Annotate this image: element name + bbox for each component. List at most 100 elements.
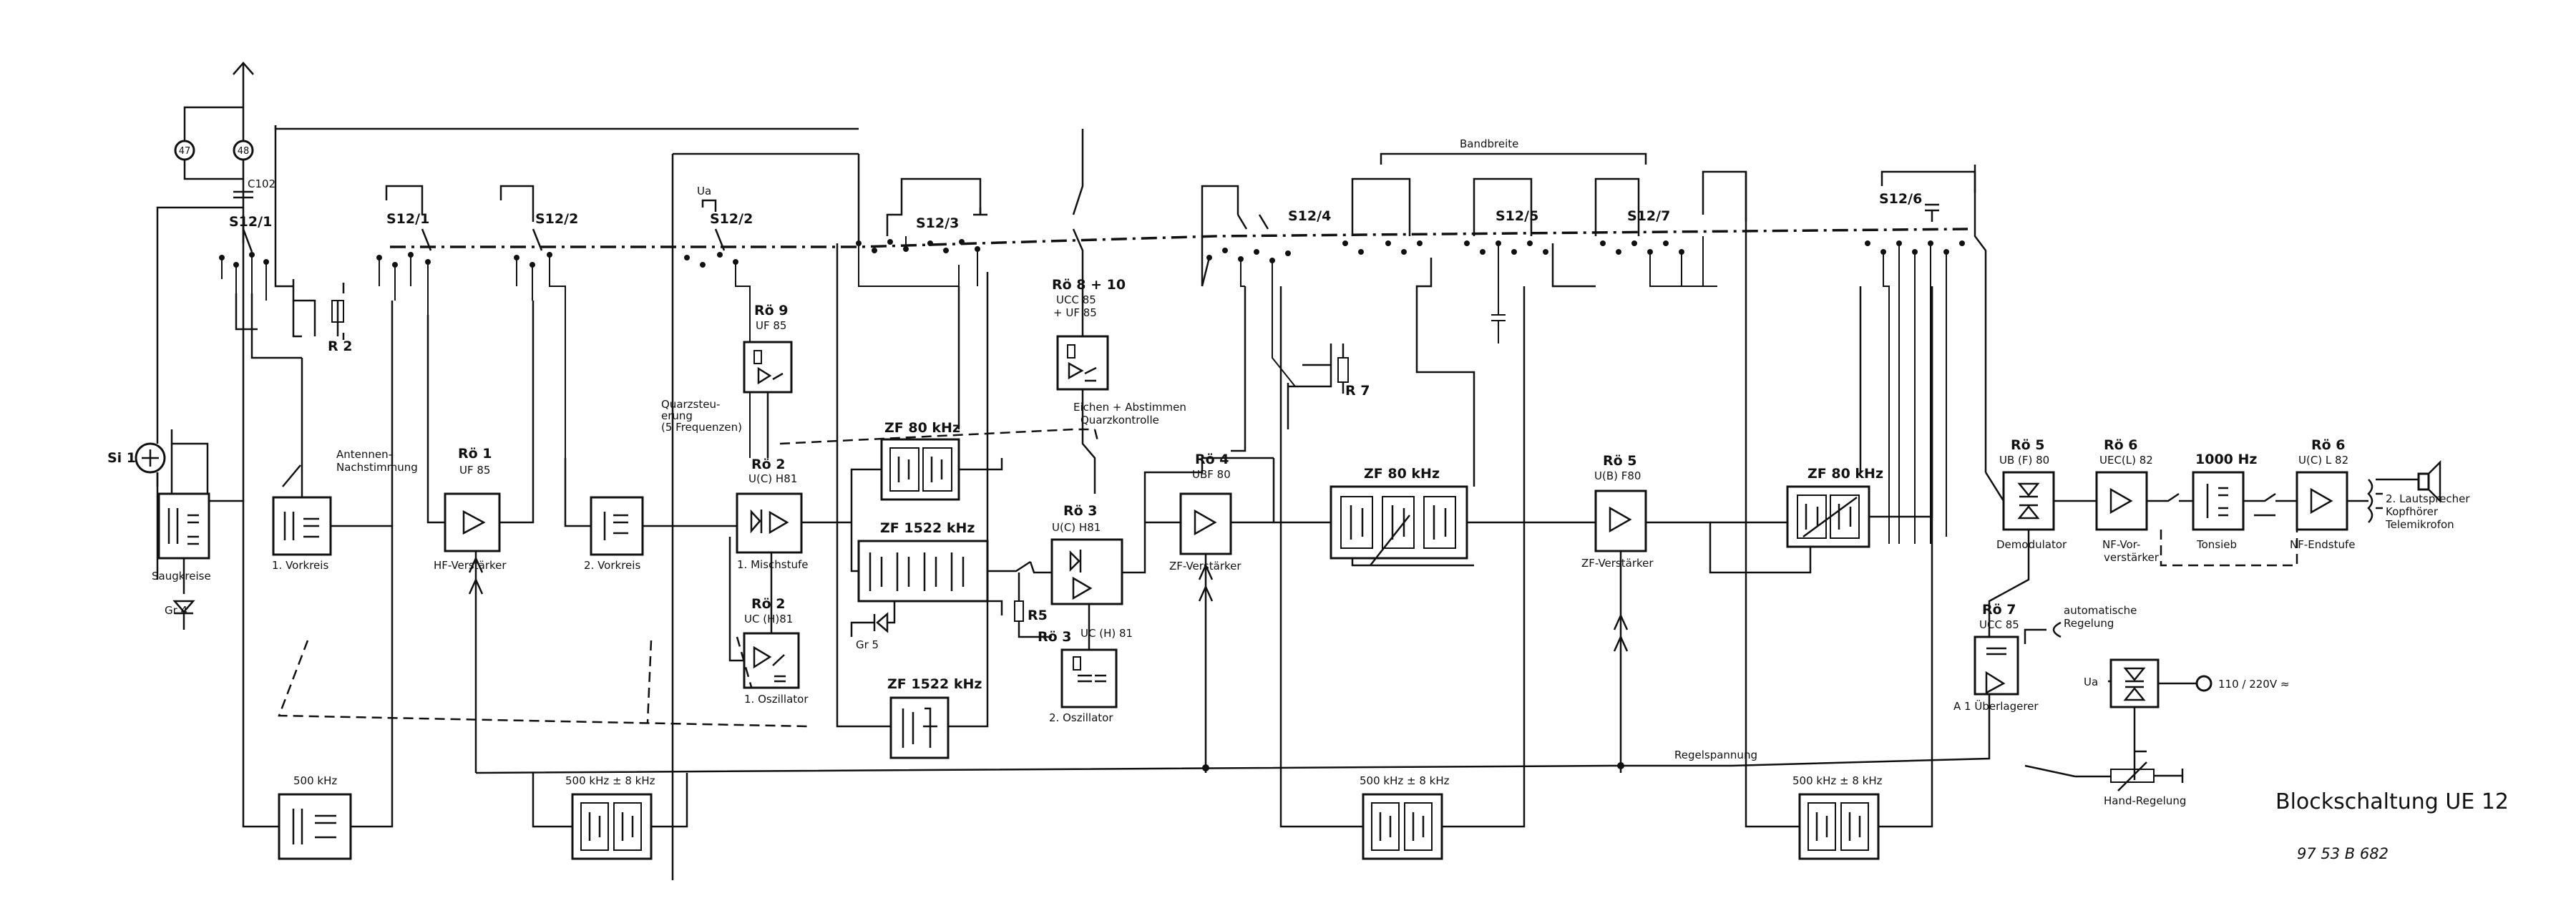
- switch-s12-5: S12/5: [1415, 177, 1596, 487]
- roe6-pre-type-label: UEC(L) 82: [2099, 454, 2153, 467]
- quarz-label-2: erung: [661, 409, 693, 422]
- roe4-tube-label: Rö 4: [1195, 452, 1229, 467]
- eichen-label-2: Quarzkontrolle: [1080, 414, 1159, 427]
- roe6-pre-label-2: verstärker: [2104, 551, 2160, 564]
- filter500-8b-label: 500 kHz ± 8 kHz: [1360, 774, 1450, 787]
- switch-label: S12/1: [229, 214, 272, 230]
- ua-bottom-label: Ua: [2084, 676, 2098, 688]
- zf1522a-box: [857, 540, 989, 603]
- roe1-box: [444, 492, 501, 552]
- roe2-mixer-type-label: U(C) H81: [748, 472, 797, 485]
- diagram-title: Blockschaltung UE 12: [2275, 789, 2509, 814]
- roe6-pre-tube-label: Rö 6: [2104, 437, 2138, 453]
- automatic-label-2: Regelung: [2064, 617, 2114, 630]
- roe8-type-2-label: + UF 85: [1053, 306, 1097, 319]
- amplifier-icon: [462, 510, 486, 535]
- roe7-tube-label: Rö 7: [1982, 602, 2016, 618]
- roe7-box: [1974, 635, 2019, 696]
- block-roe4: Rö 4 UBF 80 ZF-Verstärker: [1145, 452, 1275, 773]
- switch-label: S12/5: [1496, 208, 1538, 224]
- switch-label: S12/6: [1879, 191, 1922, 207]
- block-zf80-b: ZF 80 kHz: [1274, 466, 1596, 567]
- switch-s12-2-left: S12/2: [499, 185, 578, 458]
- mains-connector-icon: [2195, 675, 2212, 692]
- roe9-type-label: UF 85: [756, 319, 786, 332]
- switch-s12-6: S12/6: [1859, 165, 1987, 544]
- quarz-label-1: Quarzsteu-: [661, 398, 720, 411]
- connector-48: [233, 140, 254, 161]
- tuning-ganging: [278, 428, 1100, 728]
- roe6-end-tube-label: Rö 6: [2311, 437, 2346, 453]
- r5-label: R5: [1028, 608, 1048, 623]
- roe3-mixer-type-label: U(C) H81: [1052, 521, 1101, 534]
- roe6-end-box: [2296, 471, 2348, 531]
- block-roe9: Rö 9 UF 85 Quarzsteu- erung (5 Frequenze…: [661, 303, 793, 458]
- filter500-label: 500 kHz: [293, 774, 337, 787]
- block-roe3-osc: Rö 3 UC (H) 81 2. Oszillator: [1038, 604, 1133, 724]
- switch-label: S12/4: [1288, 208, 1331, 224]
- tonsieb-box: [2192, 471, 2245, 531]
- c102-label: C102: [248, 177, 275, 190]
- switch-s12-4: S12/4 R 7: [1201, 185, 1370, 452]
- switch-s12-7: S12/7: [1594, 170, 1747, 287]
- quarz-label-3: (5 Frequenzen): [661, 421, 742, 434]
- agc-arrow-icon: [468, 555, 484, 573]
- roe5-amp-box: [1594, 489, 1647, 552]
- switch-s12-1-right: S12/1: [376, 185, 432, 315]
- switch-label: S12/1: [386, 211, 429, 227]
- roe2-osc-box: [743, 632, 800, 689]
- switch-label: S12/2: [710, 211, 753, 227]
- roe9-box: [743, 341, 793, 394]
- zf1522a-label: ZF 1522 kHz: [880, 520, 975, 536]
- roe5-demod-label: Demodulator: [1996, 538, 2067, 551]
- block-roe3-mixer: Rö 3 U(C) H81: [1050, 457, 1274, 605]
- drawing-number: 97 53 B 682: [2297, 845, 2389, 862]
- roe5-amp-tube-label: Rö 5: [1603, 453, 1637, 469]
- antenna-tune-label-1: Antennen-: [336, 448, 392, 461]
- block-roe2-osc: Rö 2 UC (H)81 1. Oszillator: [728, 537, 809, 706]
- output-label-3: Telemikrofon: [2385, 518, 2454, 531]
- roe2-osc-label: 1. Oszillator: [744, 693, 809, 706]
- diode-icon: [750, 509, 763, 534]
- filter500-8c-box: [1798, 793, 1880, 860]
- roe6-end-label: NF-Endstufe: [2290, 538, 2355, 551]
- saugkreise-box: [157, 492, 210, 560]
- resistor-r5: R5: [1014, 572, 1052, 638]
- tonsieb-freq-label: 1000 Hz: [2195, 452, 2257, 467]
- antenna-tune-icon: [282, 464, 301, 487]
- roe1-type-label: UF 85: [459, 464, 490, 477]
- mains-label: 110 / 220V ≈: [2218, 678, 2289, 691]
- roe8-box: [1056, 335, 1109, 391]
- zf80a-label: ZF 80 kHz: [884, 420, 960, 436]
- roe4-type-label: UBF 80: [1192, 468, 1231, 481]
- zf80b-label: ZF 80 kHz: [1364, 466, 1440, 482]
- switch-label: S12/7: [1627, 208, 1670, 224]
- roe3-mixer-tube-label: Rö 3: [1063, 503, 1098, 519]
- gr4-diode-icon: [172, 600, 195, 613]
- block-roe1: Rö 1 UF 85 HF-Verstärker: [426, 301, 535, 773]
- block-zf1522-b: ZF 1522 kHz: [836, 286, 989, 759]
- roe3-osc-type-label: UC (H) 81: [1080, 627, 1133, 640]
- block-vorkreis-2: 2. Vorkreis: [564, 458, 737, 572]
- roe5-amp-label: ZF-Verstärker: [1581, 557, 1654, 570]
- gr4-label: Gr 4: [165, 604, 187, 617]
- block-roe6-pre: Rö 6 UEC(L) 82 NF-Vor- verstärker: [2095, 437, 2298, 567]
- block-filter-500khz-8a: 500 kHz ± 8 kHz: [532, 773, 688, 860]
- gr5-diode-icon: [876, 612, 889, 633]
- zf80b-box: [1330, 485, 1468, 560]
- filter500-box: [278, 793, 352, 860]
- zf80c-label: ZF 80 kHz: [1807, 466, 1883, 482]
- roe8-type-1-label: UCC 85: [1056, 293, 1096, 306]
- roe3-osc-box: [1060, 648, 1118, 708]
- automatic-label-1: automatische: [2064, 604, 2137, 617]
- regelspannung-label: Regelspannung: [1674, 749, 1757, 761]
- zf1522b-box: [889, 696, 950, 759]
- vorkreis1-label: 1. Vorkreis: [272, 559, 328, 572]
- bandbreite-group: Bandbreite: [1342, 137, 1647, 255]
- roe2-osc-tube-label: Rö 2: [751, 596, 786, 612]
- block-roe5-demod: Rö 5 UB (F) 80 Demodulator: [475, 437, 2097, 774]
- block-output: 2. Lautsprecher Kopfhörer Telemikrofon: [2367, 459, 2470, 531]
- vorkreis2-box: [590, 496, 644, 556]
- roe6-pre-box: [2095, 471, 2148, 531]
- output-label-1: 2. Lautsprecher: [2386, 492, 2470, 505]
